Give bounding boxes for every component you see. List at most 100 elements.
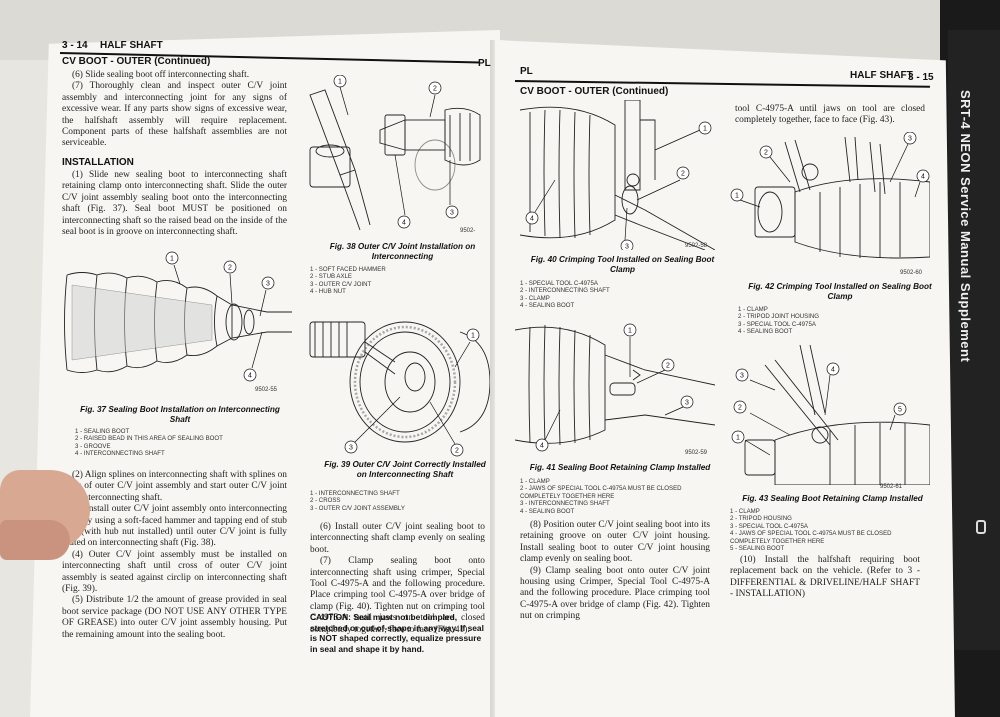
- figure-37-drawing: 1 2 3 4: [64, 251, 292, 382]
- fig43-legend-item: 4 - JAWS OF SPECIAL TOOL C-4975A MUST BE…: [730, 530, 892, 538]
- fig42-callout-3: 3: [908, 136, 912, 143]
- fig37-legend-item: 3 - GROOVE: [75, 442, 111, 450]
- fig40-legend-item: 2 - INTERCONNECTING SHAFT: [520, 287, 610, 295]
- figure-43: 1 2 3 4 5: [730, 345, 930, 485]
- fig37-callout-2: 2: [228, 265, 232, 272]
- paragraph-3: (3) Install outer C/V joint assembly ont…: [62, 504, 287, 549]
- fig39-legend-item: 1 - INTERCONNECTING SHAFT: [310, 490, 400, 497]
- fig43-callout-4: 4: [831, 367, 835, 374]
- installation-text: (1) Slide new sealing boot to interconne…: [62, 170, 287, 238]
- fig37-caption: Fig. 37 Sealing Boot Installation on Int…: [80, 405, 280, 424]
- fig37-legend-item: 4 - INTERCONNECTING SHAFT: [75, 450, 165, 458]
- fig40-callout-4: 4: [530, 216, 534, 223]
- fig41-legend-item: COMPLETELY TOGETHER HERE: [520, 492, 615, 500]
- fig43-code: 9502-61: [880, 484, 903, 490]
- right-header-title: HALF SHAFT: [850, 70, 913, 81]
- fig38-code: 9502-: [460, 228, 476, 234]
- fig39-legend-item: 3 - OUTER C/V JOINT ASSEMBLY: [310, 504, 405, 512]
- figure-40: 1 2 3 4: [515, 100, 715, 250]
- caution-note: CAUTION: Seal must not be dimpled, stret…: [310, 612, 484, 654]
- paragraph-8: (8) Position outer C/V joint sealing boo…: [520, 520, 710, 565]
- fig43-legend-item: 2 - TRIPOD HOUSING: [730, 515, 792, 523]
- fig41-legend-item: 4 - SEALING BOOT: [520, 507, 575, 515]
- installation-step-1: (1) Slide new sealing boot to interconne…: [62, 170, 287, 238]
- fig42-legend-item: 4 - SEALING BOOT: [738, 328, 793, 336]
- fig40-legend-item: 4 - SEALING BOOT: [520, 302, 575, 310]
- fig38-legend-item: 1 - SOFT FACED HAMMER: [310, 266, 386, 273]
- spine-emblem: [976, 520, 986, 534]
- right-page-number: 3 - 15: [908, 72, 934, 83]
- left-page-number: 3 - 14: [62, 40, 88, 51]
- fig43-callout-3: 3: [740, 373, 744, 380]
- paragraph-6b: (6) Install outer C/V joint sealing boot…: [310, 522, 485, 555]
- fig37-callout-4: 4: [248, 373, 252, 380]
- fig41-code: 9502-59: [685, 450, 708, 456]
- fig39-caption: Fig. 39 Outer C/V Joint Correctly Instal…: [324, 460, 486, 479]
- fig37-code: 9502-55: [255, 387, 278, 393]
- fig42-code: 9502-60: [900, 270, 923, 276]
- fig41-callout-4: 4: [540, 443, 544, 450]
- paragraph-7b: (7) Clamp sealing boot onto interconnect…: [310, 556, 485, 635]
- fig40-legend-item: 1 - SPECIAL TOOL C-4975A: [520, 280, 598, 287]
- left-section-title: CV BOOT - OUTER (Continued): [62, 56, 211, 67]
- fig43-legend-item: 3 - SPECIAL TOOL C-4975A: [730, 522, 808, 530]
- paragraph-4: (4) Outer C/V joint assembly must be ins…: [62, 549, 287, 595]
- fig43-callout-1: 1: [736, 435, 740, 442]
- fig37-legend: 1 - SEALING BOOT 2 - RAISED BEAD IN THIS…: [75, 428, 223, 458]
- fig39-callout-1: 1: [471, 333, 475, 340]
- fig43-callout-2: 2: [738, 405, 742, 412]
- figure-39: 1 2 3: [305, 302, 490, 457]
- fig42-legend-item: 3 - SPECIAL TOOL C-4975A: [738, 320, 816, 328]
- fig41-callout-3: 3: [685, 400, 689, 407]
- left-col2-text: (6) Install outer C/V joint sealing boot…: [310, 522, 485, 636]
- fig41-legend: 1 - CLAMP 2 - JAWS OF SPECIAL TOOL C-497…: [520, 478, 682, 515]
- figure-39-drawing: 1 2 3: [309, 321, 490, 457]
- fig38-callout-2: 2: [433, 86, 437, 93]
- hand-finger: [0, 520, 70, 560]
- fig40-callout-1: 1: [703, 126, 707, 133]
- fig40-callout-2: 2: [681, 171, 685, 178]
- paragraph-9: (9) Clamp sealing boot onto outer C/V jo…: [520, 565, 710, 622]
- fig38-callout-1: 1: [338, 79, 342, 86]
- fig38-legend-item: 3 - OUTER C/V JOINT: [310, 280, 372, 288]
- fig41-legend-item: 1 - CLAMP: [520, 478, 550, 485]
- fig38-legend-item: 4 - HUB NUT: [310, 288, 346, 296]
- spine-title: SRT-4 NEON Service Manual Supplement: [958, 90, 973, 363]
- right-section-title: CV BOOT - OUTER (Continued): [520, 86, 669, 97]
- paragraph-9-continued: tool C-4975-A until jaws on tool are clo…: [735, 104, 925, 126]
- fig41-legend-item: 2 - JAWS OF SPECIAL TOOL C-4975A MUST BE…: [520, 485, 682, 493]
- fig42-legend: 1 - CLAMP 2 - TRIPOD JOINT HOUSING 3 - S…: [738, 306, 819, 336]
- figure-41: 1 2 3 4: [515, 315, 715, 455]
- right-col2-text: (10) Install the halfshaft requiring boo…: [730, 555, 920, 601]
- fig42-legend-item: 1 - CLAMP: [738, 306, 768, 313]
- figure-38-drawing: 1 2 3 4: [309, 75, 481, 231]
- fig38-caption: Fig. 38 Outer C/V Joint Installation on …: [329, 242, 476, 261]
- fig40-callout-3: 3: [625, 244, 629, 251]
- fig40-caption: Fig. 40 Crimping Tool Installed on Seali…: [530, 255, 715, 274]
- fig41-callout-1: 1: [628, 328, 632, 335]
- fig42-caption: Fig. 42 Crimping Tool Installed on Seali…: [748, 282, 932, 301]
- paragraph-10: (10) Install the halfshaft requiring boo…: [730, 555, 920, 600]
- fig41-callout-2: 2: [666, 363, 670, 370]
- fig40-code: 9502-58: [685, 243, 708, 249]
- left-text-top: (6) Slide sealing boot off interconnecti…: [62, 70, 287, 150]
- fig38-callout-4: 4: [402, 220, 406, 227]
- fig41-caption: Fig. 41 Sealing Boot Retaining Clamp Ins…: [529, 463, 711, 472]
- paragraph-5: (5) Distribute 1/2 the amount of grease …: [62, 595, 287, 640]
- right-header-left: PL: [520, 66, 533, 77]
- fig37-legend-item: 2 - RAISED BEAD IN THIS AREA OF SEALING …: [75, 435, 223, 443]
- fig39-legend: 1 - INTERCONNECTING SHAFT 2 - CROSS 3 - …: [310, 490, 405, 512]
- paragraph-7: (7) Thoroughly clean and inspect outer C…: [62, 81, 287, 149]
- fig43-legend: 1 - CLAMP 2 - TRIPOD HOUSING 3 - SPECIAL…: [730, 508, 892, 552]
- figure-37: 1 2 3 4: [62, 250, 292, 395]
- fig40-legend-item: 3 - CLAMP: [520, 294, 550, 302]
- fig42-callout-4: 4: [921, 174, 925, 181]
- fig39-callout-3: 3: [349, 445, 353, 452]
- figure-43-drawing: 1 2 3 4 5: [731, 345, 930, 485]
- figure-40-drawing: 1 2 3 4: [519, 100, 715, 251]
- figure-42-drawing: 1 2 3 4: [730, 132, 930, 259]
- fig43-caption: Fig. 43 Sealing Boot Retaining Clamp Ins…: [742, 494, 923, 503]
- fig37-legend-item: 1 - SEALING BOOT: [75, 428, 130, 435]
- left-header-right: PL: [478, 58, 491, 69]
- fig38-legend: 1 - SOFT FACED HAMMER 2 - STUB AXLE 3 - …: [310, 266, 386, 296]
